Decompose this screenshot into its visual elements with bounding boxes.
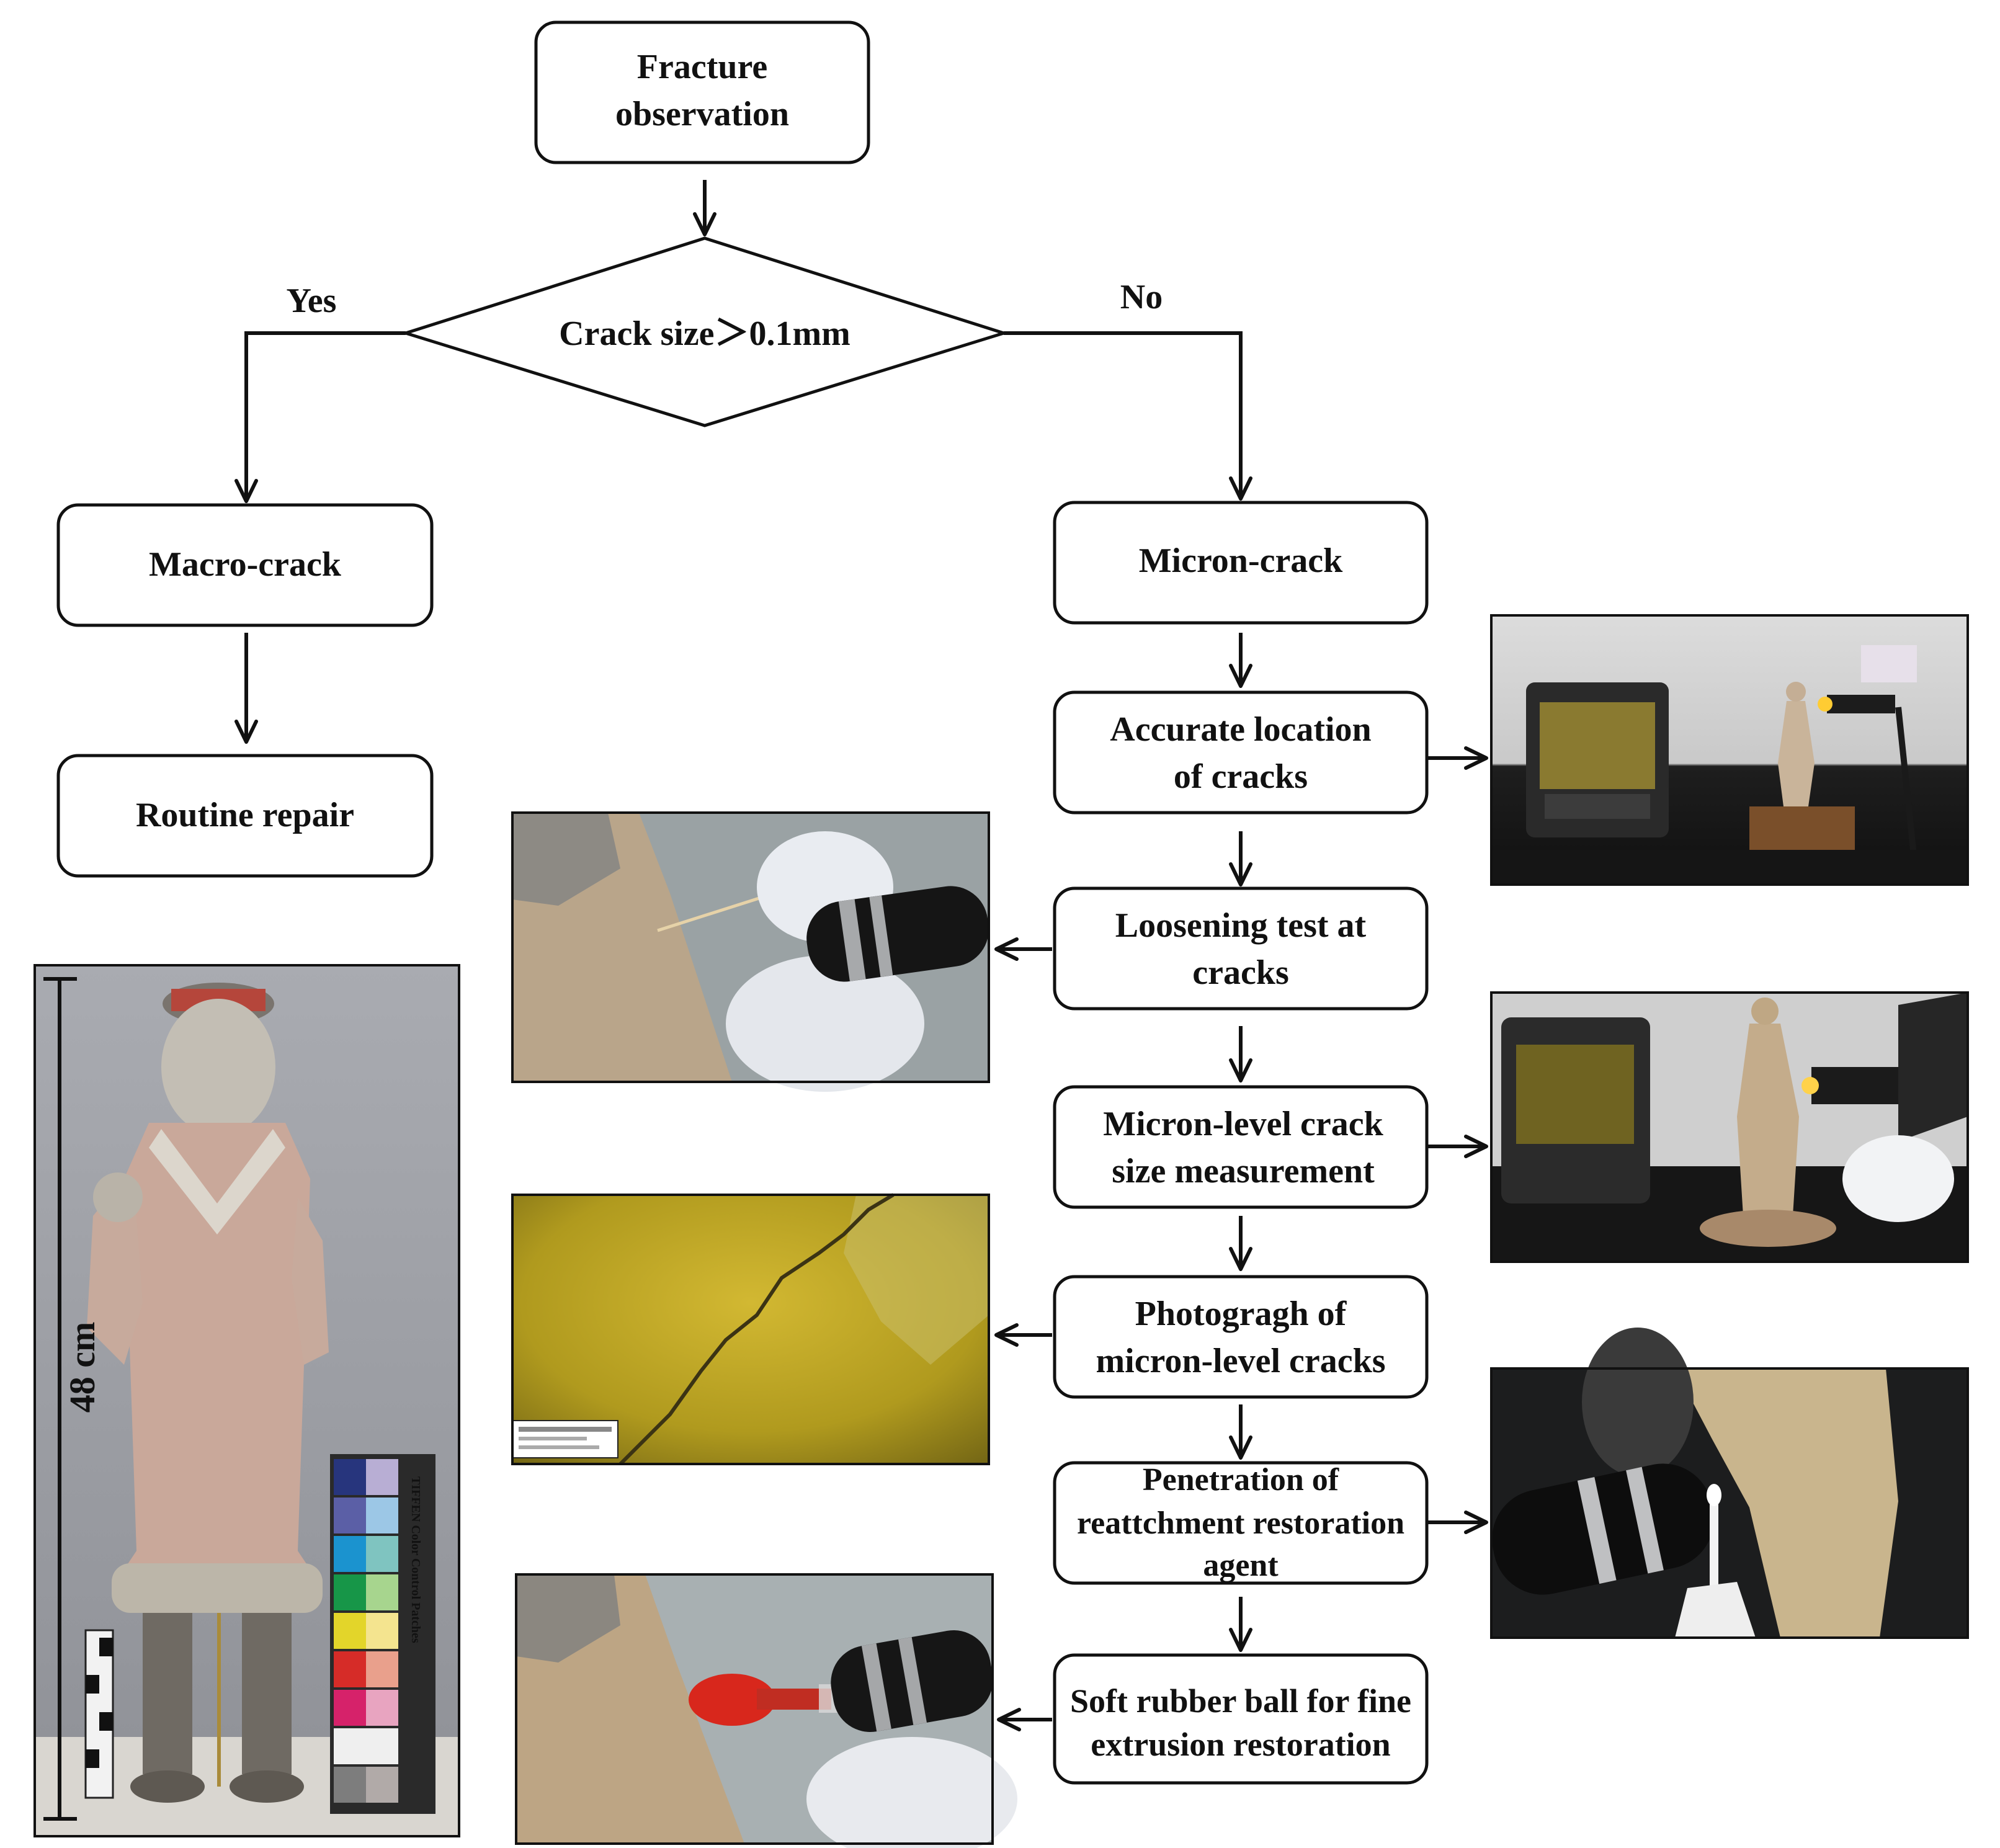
node-photograph-line-1: Photogragh of bbox=[1135, 1295, 1347, 1333]
small-ruler-ticks bbox=[86, 1638, 113, 1768]
branch-label-no: No bbox=[1120, 278, 1163, 316]
node-macro-crack: Macro-crack bbox=[56, 503, 434, 627]
node-photograph-line-2: micron-level cracks bbox=[1096, 1342, 1385, 1380]
photo-penetration bbox=[1490, 1328, 1969, 1639]
node-loosening-test-line-2: cracks bbox=[1192, 953, 1289, 992]
node-soft-rubber-ball-line-2: extrusion restoration bbox=[1091, 1726, 1390, 1763]
node-size-measurement: Micron-level crack size measurement bbox=[1053, 1085, 1429, 1209]
node-crack-size-decision: Crack size＞0.1mm bbox=[400, 236, 1009, 427]
height-scale-label: 48 cm bbox=[62, 1322, 102, 1413]
edge-decision-yes-to-macro bbox=[234, 331, 406, 503]
node-penetration: Penetration of reattchment restoration a… bbox=[1053, 1461, 1429, 1585]
node-loosening-test-line-1: Loosening test at bbox=[1115, 906, 1367, 945]
node-micron-crack-label: Micron-crack bbox=[1139, 542, 1343, 580]
node-size-measurement-line-2: size measurement bbox=[1112, 1152, 1375, 1190]
node-routine-repair-label: Routine repair bbox=[136, 796, 354, 834]
color-patches bbox=[334, 1459, 398, 1803]
flow-edges bbox=[234, 180, 1488, 1731]
edge-decision-no-to-micron bbox=[1004, 331, 1252, 501]
node-penetration-line-2: reattchment restoration bbox=[1077, 1506, 1404, 1541]
photo-microscope-setup bbox=[1490, 614, 1969, 886]
node-soft-rubber-ball: Soft rubber ball for fine extrusion rest… bbox=[1053, 1653, 1429, 1785]
node-accurate-location-line-2: of cracks bbox=[1174, 757, 1308, 796]
node-penetration-line-3: agent bbox=[1203, 1548, 1279, 1583]
node-fracture-observation-line-2: observation bbox=[615, 95, 789, 133]
node-macro-crack-label: Macro-crack bbox=[149, 545, 342, 584]
height-scale-bar bbox=[43, 977, 77, 1821]
node-penetration-line-1: Penetration of bbox=[1143, 1462, 1339, 1498]
branch-label-yes: Yes bbox=[287, 282, 337, 320]
node-soft-rubber-ball-line-1: Soft rubber ball for fine bbox=[1070, 1682, 1411, 1720]
node-routine-repair: Routine repair bbox=[56, 754, 434, 878]
node-accurate-location-line-1: Accurate location bbox=[1110, 710, 1371, 749]
node-micron-crack: Micron-crack bbox=[1053, 501, 1429, 625]
photo-micron-crack bbox=[511, 1193, 990, 1466]
photo-measurement-setup bbox=[1490, 991, 1969, 1263]
node-fracture-observation: Fracture observation bbox=[534, 20, 870, 164]
photo-loosening-test bbox=[511, 811, 990, 1092]
photo-figurine: TIFFEN Color Control Patches 48 cm bbox=[33, 964, 460, 1837]
node-loosening-test: Loosening test at cracks bbox=[1053, 886, 1429, 1011]
color-card-label: TIFFEN Color Control Patches bbox=[409, 1476, 422, 1643]
node-fracture-observation-line-1: Fracture bbox=[637, 48, 767, 86]
node-size-measurement-line-1: Micron-level crack bbox=[1103, 1105, 1383, 1143]
node-accurate-location: Accurate location of cracks bbox=[1053, 690, 1429, 815]
node-photograph: Photogragh of micron-level cracks bbox=[1053, 1275, 1429, 1399]
photo-rubber-ball bbox=[515, 1573, 1017, 1848]
node-crack-size-decision-label: Crack size＞0.1mm bbox=[559, 315, 850, 353]
